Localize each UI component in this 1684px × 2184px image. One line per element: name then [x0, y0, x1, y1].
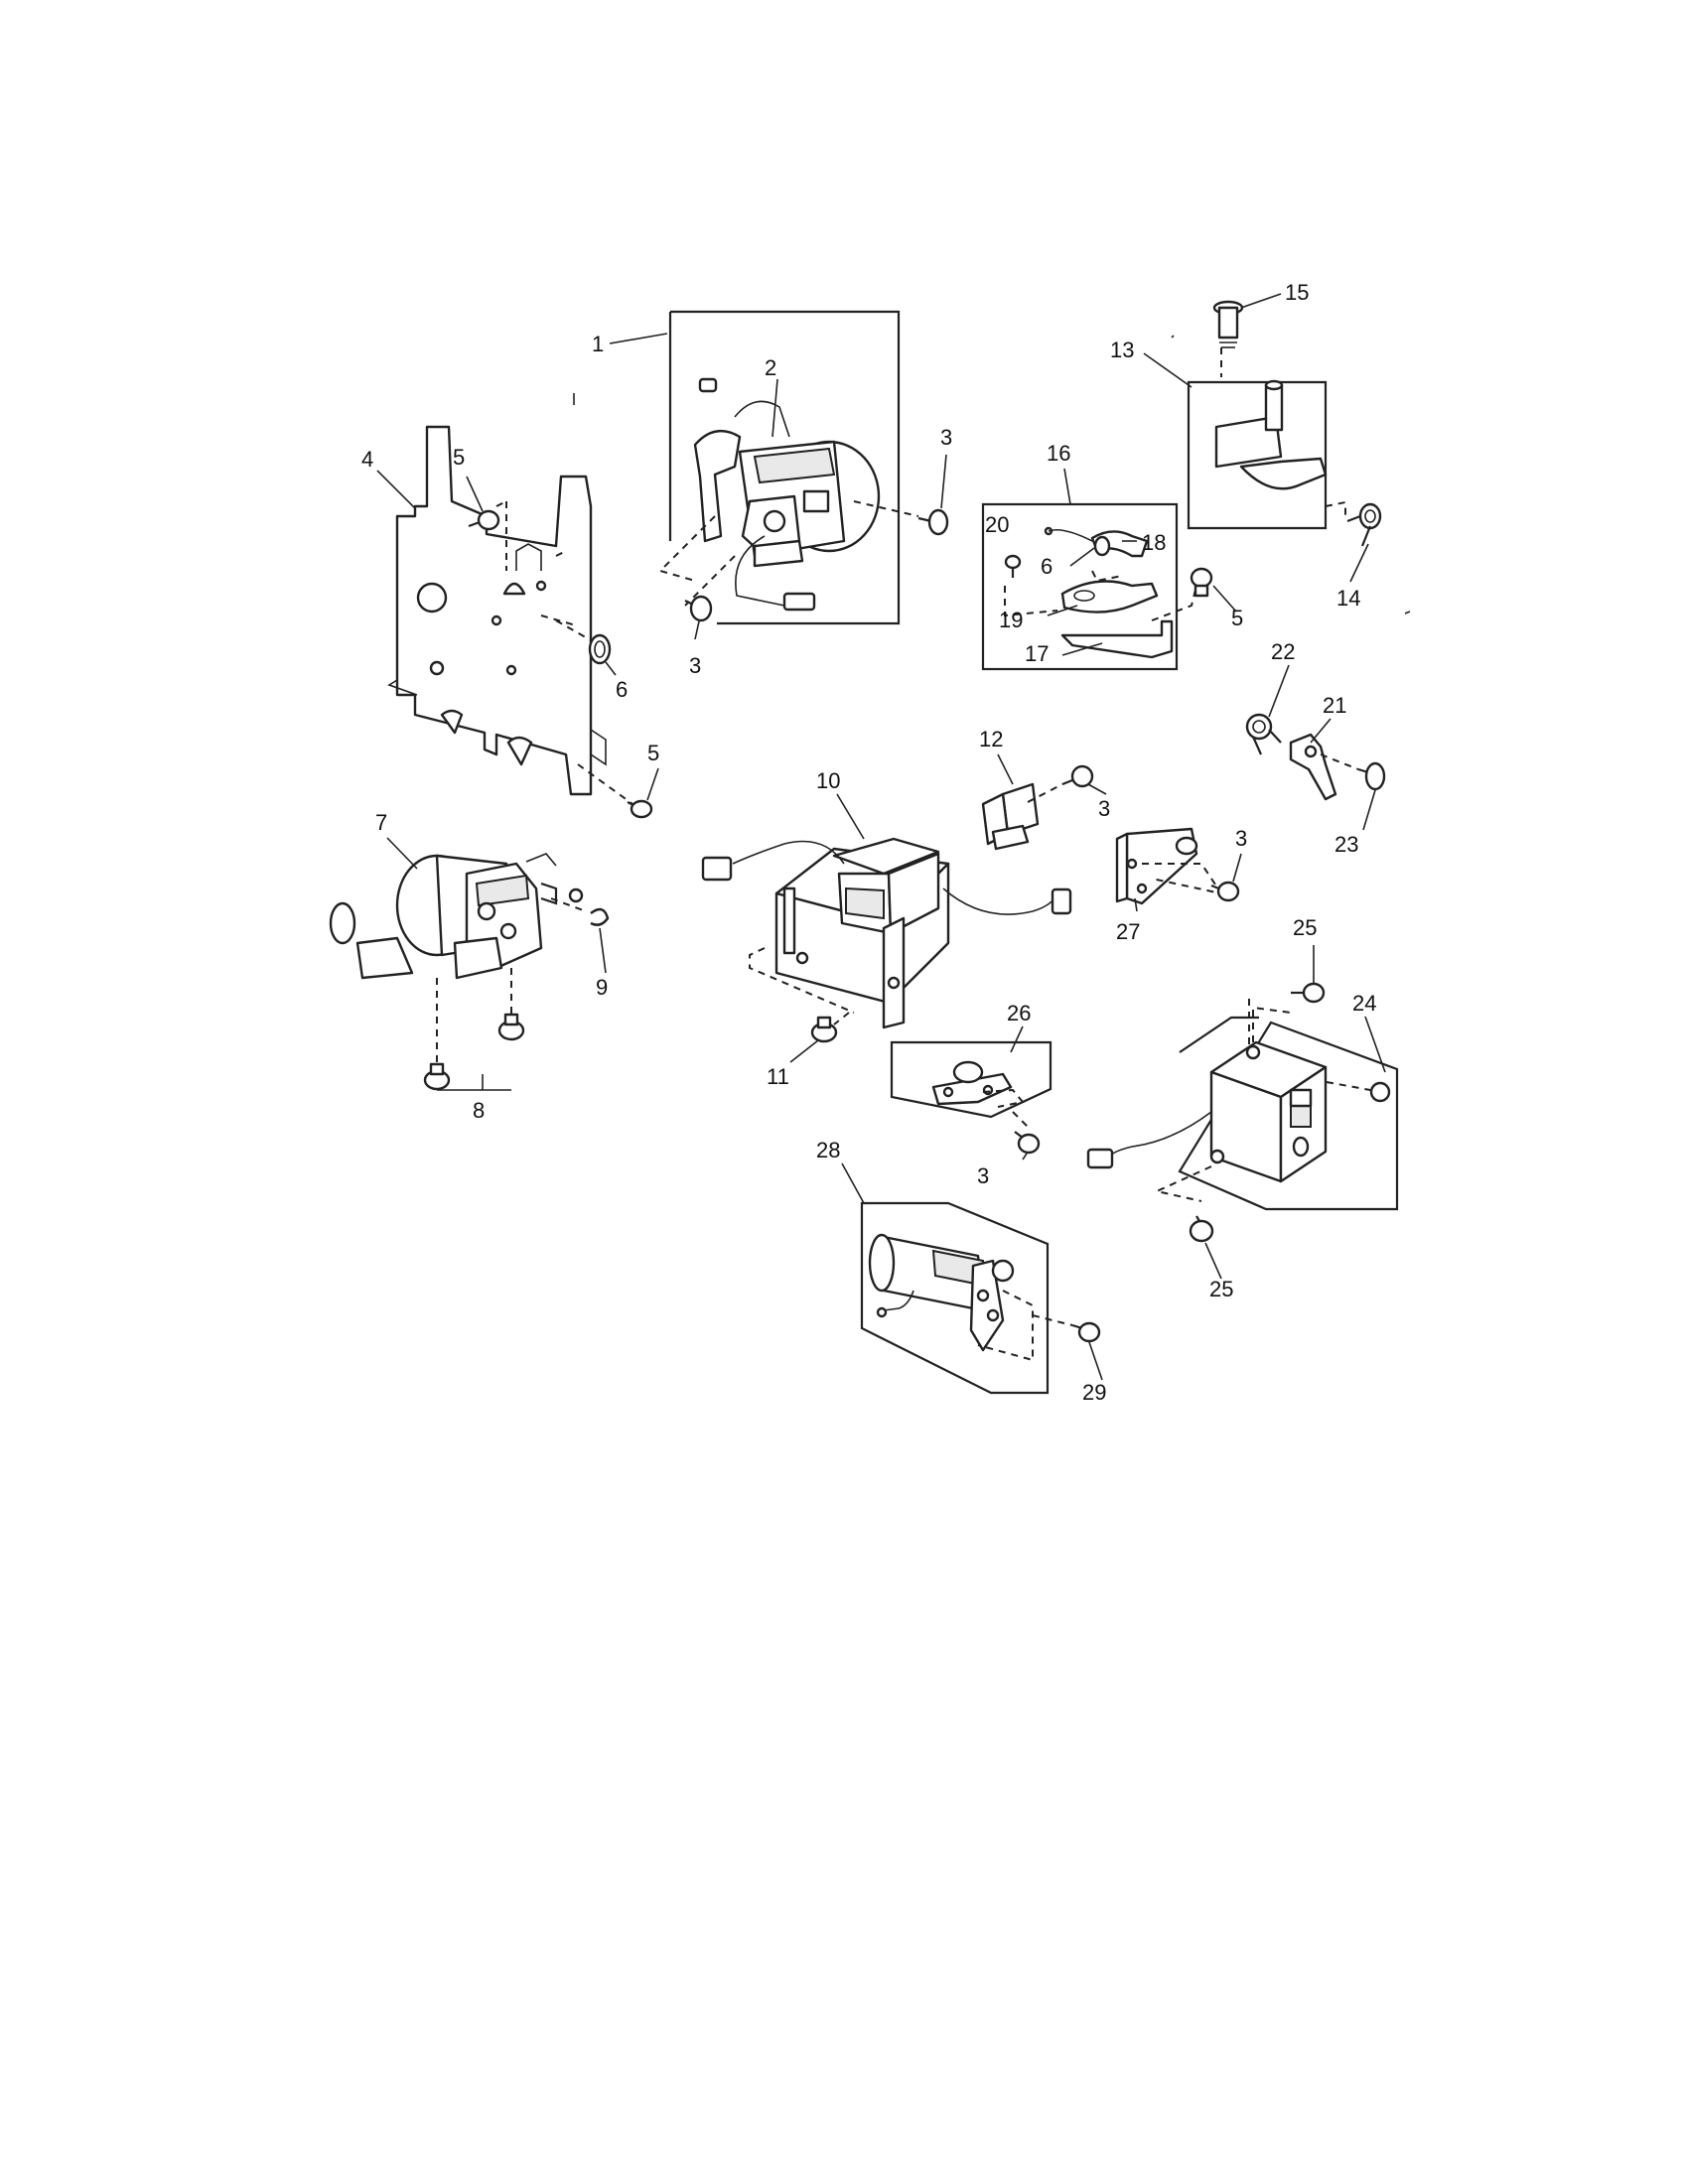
part-13-assembly: [1187, 347, 1346, 530]
callout-24: 24: [1352, 991, 1376, 1016]
screw-24-side: [1369, 1081, 1391, 1103]
callout-labels: 1 2 3 3 4 5 6 5 7 9 8 10 11 12 3 3 27 16…: [361, 280, 1376, 1405]
screw-5-c: [1190, 567, 1213, 598]
callout-21: 21: [1323, 693, 1346, 718]
spring-6-a: [555, 619, 612, 665]
callout-19: 19: [999, 608, 1023, 632]
callout-11: 11: [767, 1064, 789, 1089]
callout-9: 9: [596, 975, 608, 1000]
callout-5: 5: [1231, 606, 1243, 630]
callout-3: 3: [940, 425, 952, 450]
part-4-mounting-plate: [387, 425, 636, 807]
screw-29: [1071, 1321, 1101, 1343]
screw-23: [1357, 761, 1386, 791]
screw-3-c: [1061, 764, 1094, 788]
screw-5-a: [468, 500, 507, 531]
screw-11: [810, 1016, 838, 1043]
screw-3-d: [1210, 881, 1240, 902]
callout-12: 12: [979, 727, 1003, 751]
callout-22: 22: [1271, 639, 1295, 664]
part-14-spring: [1346, 502, 1382, 547]
callout-28: 28: [816, 1138, 840, 1162]
part-16-assembly: [981, 502, 1197, 671]
screw-3-e: [1014, 1131, 1041, 1155]
callout-26: 26: [1007, 1001, 1031, 1025]
leader-lines: [376, 293, 1411, 1381]
callout-15: 15: [1285, 280, 1309, 305]
part-12-bracket: [981, 782, 1063, 851]
callout-3: 3: [689, 653, 701, 678]
callout-1: 1: [592, 332, 604, 356]
callout-16: 16: [1047, 441, 1070, 466]
callout-3: 3: [977, 1163, 989, 1188]
callout-8: 8: [473, 1098, 485, 1123]
part-1-motor-assembly: [573, 310, 919, 625]
callout-3: 3: [1098, 796, 1110, 821]
callout-13: 13: [1110, 338, 1134, 362]
part-7-actuator: [329, 853, 587, 1077]
callout-5: 5: [453, 445, 465, 470]
callout-3: 3: [1235, 826, 1247, 851]
callout-25: 25: [1209, 1277, 1233, 1301]
part-10-transformer: [701, 837, 1072, 1029]
screw-5-b: [627, 799, 653, 819]
screw-25-a: [1291, 982, 1326, 1004]
callout-18: 18: [1142, 530, 1166, 555]
callout-17: 17: [1025, 641, 1049, 666]
part-26-bracket: [890, 1040, 1052, 1128]
callout-5: 5: [647, 741, 659, 765]
callout-23: 23: [1334, 832, 1358, 857]
part-22-spring: [1245, 713, 1282, 755]
part-24-switch-box: [1086, 993, 1399, 1211]
screws-8: [423, 1013, 525, 1091]
part-28-motor: [860, 1201, 1073, 1395]
callout-20: 20: [985, 512, 1009, 537]
callout-6: 6: [616, 677, 628, 702]
callout-2: 2: [765, 355, 776, 380]
part-27-plate: [1115, 827, 1224, 905]
callout-27: 27: [1116, 919, 1140, 944]
callout-14: 14: [1336, 586, 1360, 611]
callout-4: 4: [361, 447, 373, 472]
screw-3-a: [917, 508, 949, 536]
callout-7: 7: [375, 810, 387, 835]
screw-3-b: [684, 595, 713, 622]
clip-9: [590, 907, 610, 926]
screw-25-b: [1189, 1215, 1214, 1243]
callout-29: 29: [1082, 1380, 1106, 1405]
callout-10: 10: [816, 768, 840, 793]
part-15-pin: [1212, 300, 1244, 348]
callout-6: 6: [1041, 554, 1052, 579]
part-21-lever: [1289, 733, 1359, 801]
callout-25: 25: [1293, 915, 1317, 940]
